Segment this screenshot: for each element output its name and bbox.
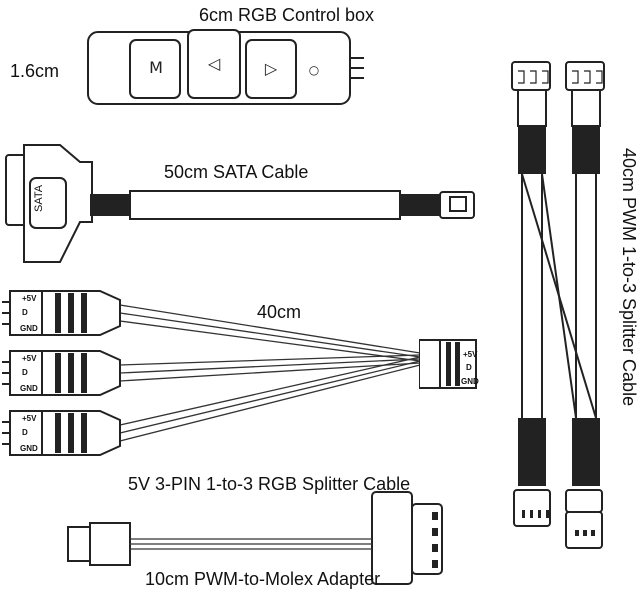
next-button-label: ▷ <box>265 59 278 78</box>
prev-button-label: ◁ <box>207 54 221 73</box>
sata-fan-plug <box>439 191 475 219</box>
sata-connector-text: SATA <box>33 184 45 212</box>
pwm-splitter <box>511 61 605 549</box>
rgb-control-box <box>87 29 364 105</box>
height-label: 1.6cm <box>10 61 60 81</box>
pwm-splitter-label: 40cm PWM 1-to-3 Splitter Cable <box>619 148 639 407</box>
sata-cable-label: 50cm SATA Cable <box>164 162 309 182</box>
rgb-splitter-wires <box>119 304 421 442</box>
power-button-label: ○ <box>309 63 319 77</box>
molex-adapter <box>67 491 443 585</box>
mode-button-label: M <box>149 58 163 77</box>
length-40-label: 40cm <box>257 302 302 322</box>
rgb-splitter-label: 5V 3-PIN 1-to-3 RGB Splitter Cable <box>128 474 411 494</box>
sata-connector <box>5 144 93 263</box>
molex-adapter-label: 10cm PWM-to-Molex Adapter <box>145 569 381 589</box>
control-box-label: 6cm RGB Control box <box>199 5 375 25</box>
